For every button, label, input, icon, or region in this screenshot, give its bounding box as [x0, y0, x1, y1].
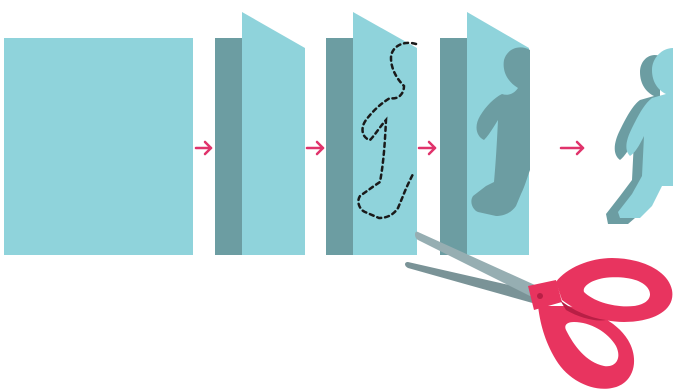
person-front: [618, 48, 673, 218]
arrow-right-icon: [194, 140, 213, 156]
arrow-right-icon: [305, 140, 325, 156]
scissors-blade-upper: [415, 231, 546, 300]
dashed-cut-line: [357, 41, 418, 220]
half-figure-cutout: [471, 47, 530, 216]
scissors-handle-shade: [560, 300, 606, 321]
paper-back-half: [326, 38, 353, 255]
scissors-blade-lower: [405, 262, 540, 304]
arrow-right-icon: [559, 140, 585, 156]
scissors-handle-upper: [556, 258, 673, 322]
scissors-handle-lower: [538, 306, 635, 389]
scissors-pivot-plate: [528, 280, 562, 310]
arrow-right-icon: [417, 140, 437, 156]
paper-front-flap: [242, 12, 305, 255]
paper-sheet: [4, 38, 193, 255]
paper-back-half: [215, 38, 242, 255]
step-3-dashed-outline: [326, 12, 418, 255]
paper-front-flap: [353, 12, 417, 255]
scissors-pivot-screw: [537, 293, 543, 299]
step-2-folded-paper: [215, 12, 305, 255]
paper-back-half: [440, 38, 467, 255]
scissors-icon: [405, 231, 673, 389]
step-5-paper-person: [606, 48, 673, 225]
step-1-paper-sheet: [4, 38, 193, 255]
step-4-half-figure: [440, 12, 530, 255]
